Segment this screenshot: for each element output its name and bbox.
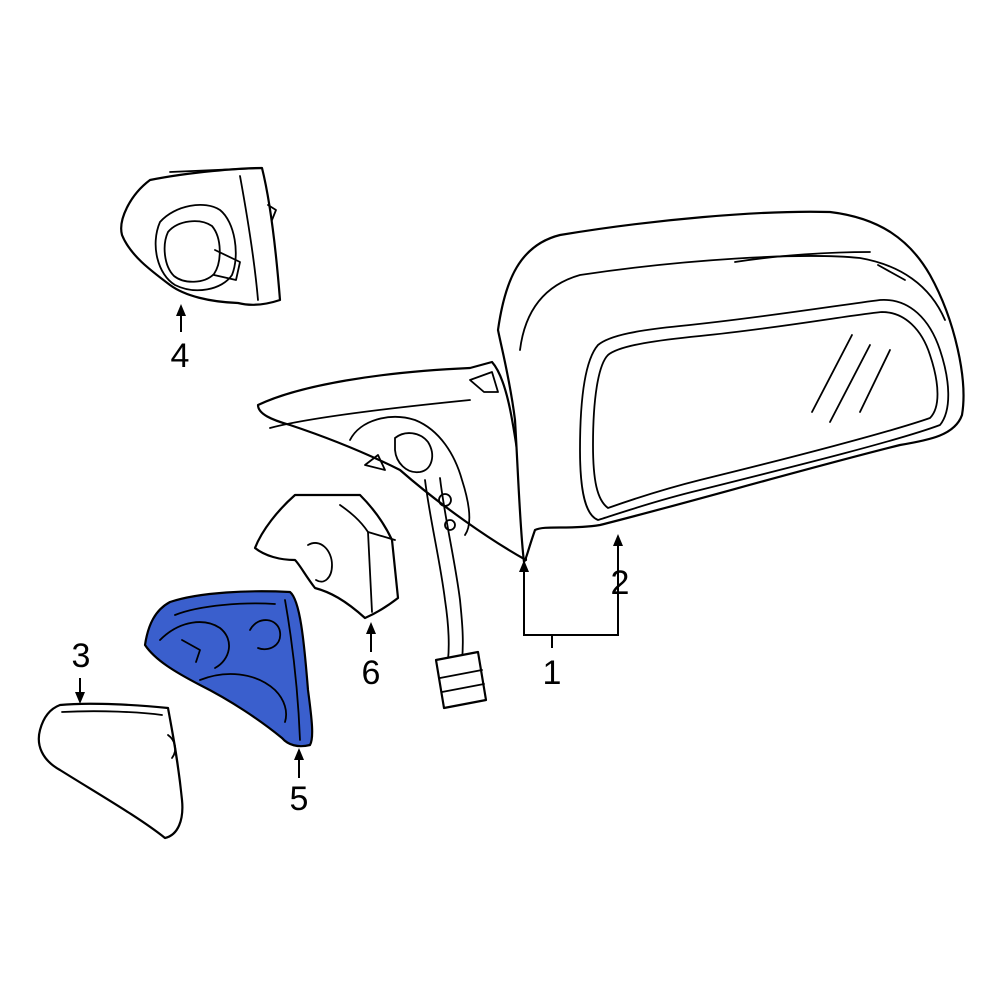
callout-4: 4: [171, 337, 190, 375]
callout-2: 2: [611, 564, 630, 602]
arrow-4: [176, 304, 186, 316]
part-1-mirror-base: [256, 360, 528, 710]
part-6-glass-holder: [253, 493, 400, 620]
callout-6: 6: [362, 654, 381, 692]
callout-1: 1: [543, 654, 562, 692]
arrow-1: [519, 560, 529, 572]
leader-lines: [75, 304, 623, 778]
part-4-motor: [120, 166, 282, 306]
callout-3: 3: [72, 637, 91, 675]
arrow-3: [75, 692, 85, 704]
part-3-cover: [37, 702, 184, 840]
callout-5: 5: [290, 780, 309, 818]
arrow-2: [613, 534, 623, 546]
arrow-5: [294, 748, 304, 760]
part-5-highlighted-bracket: [143, 590, 314, 748]
part-2-mirror-housing: [496, 210, 965, 564]
leader-1: [523, 546, 619, 636]
arrow-6: [366, 622, 376, 634]
